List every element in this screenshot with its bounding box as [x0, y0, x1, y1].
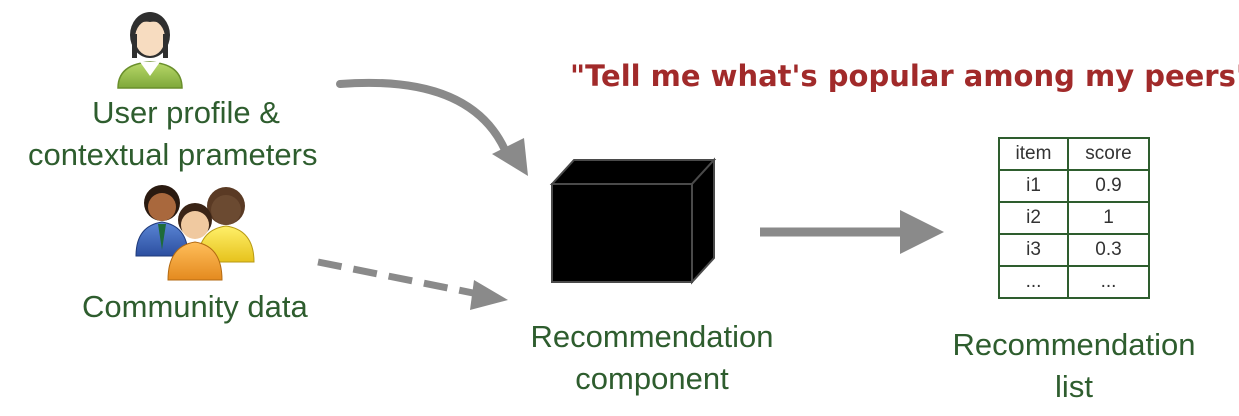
table-cell-score: 1	[1067, 201, 1150, 235]
table-header-row: item score	[997, 137, 1150, 171]
table-cell-score: ...	[1067, 265, 1150, 299]
table-cell-score: 0.9	[1067, 169, 1150, 203]
table-cell-item: ...	[997, 265, 1070, 299]
table-cell-score: 0.3	[1067, 233, 1150, 267]
user-profile-label-line2: contextual prameters	[28, 137, 318, 172]
tagline: "Tell me what's popular among my peers"	[570, 59, 1239, 93]
community-data-label: Community data	[82, 289, 308, 324]
recommendation-list-label-line2: list	[1055, 369, 1093, 404]
table-row: ... ...	[997, 265, 1150, 299]
recommendation-component-label-line2: component	[575, 361, 729, 396]
recommendation-list-table: item score i1 0.9 i2 1 i3 0.3 ... ...	[997, 137, 1150, 299]
table-cell-item: i2	[997, 201, 1070, 235]
table-row: i1 0.9	[997, 169, 1150, 203]
recommendation-list-label-line1: Recommendation	[952, 327, 1196, 362]
table-row: i2 1	[997, 201, 1150, 235]
user-profile-label-line1: User profile &	[92, 95, 280, 130]
table-header-item: item	[997, 137, 1070, 171]
arrow-component-to-list	[760, 210, 944, 254]
table-cell-item: i3	[997, 233, 1070, 267]
table-header-score: score	[1067, 137, 1150, 171]
table-cell-item: i1	[997, 169, 1070, 203]
arrow-user-to-component	[336, 78, 528, 176]
user-group-icon	[135, 185, 255, 281]
recommendation-component-label-line1: Recommendation	[530, 319, 774, 354]
arrow-community-to-component	[317, 258, 508, 310]
single-user-icon	[117, 12, 183, 89]
table-row: i3 0.3	[997, 233, 1150, 267]
black-box-icon	[549, 157, 717, 285]
